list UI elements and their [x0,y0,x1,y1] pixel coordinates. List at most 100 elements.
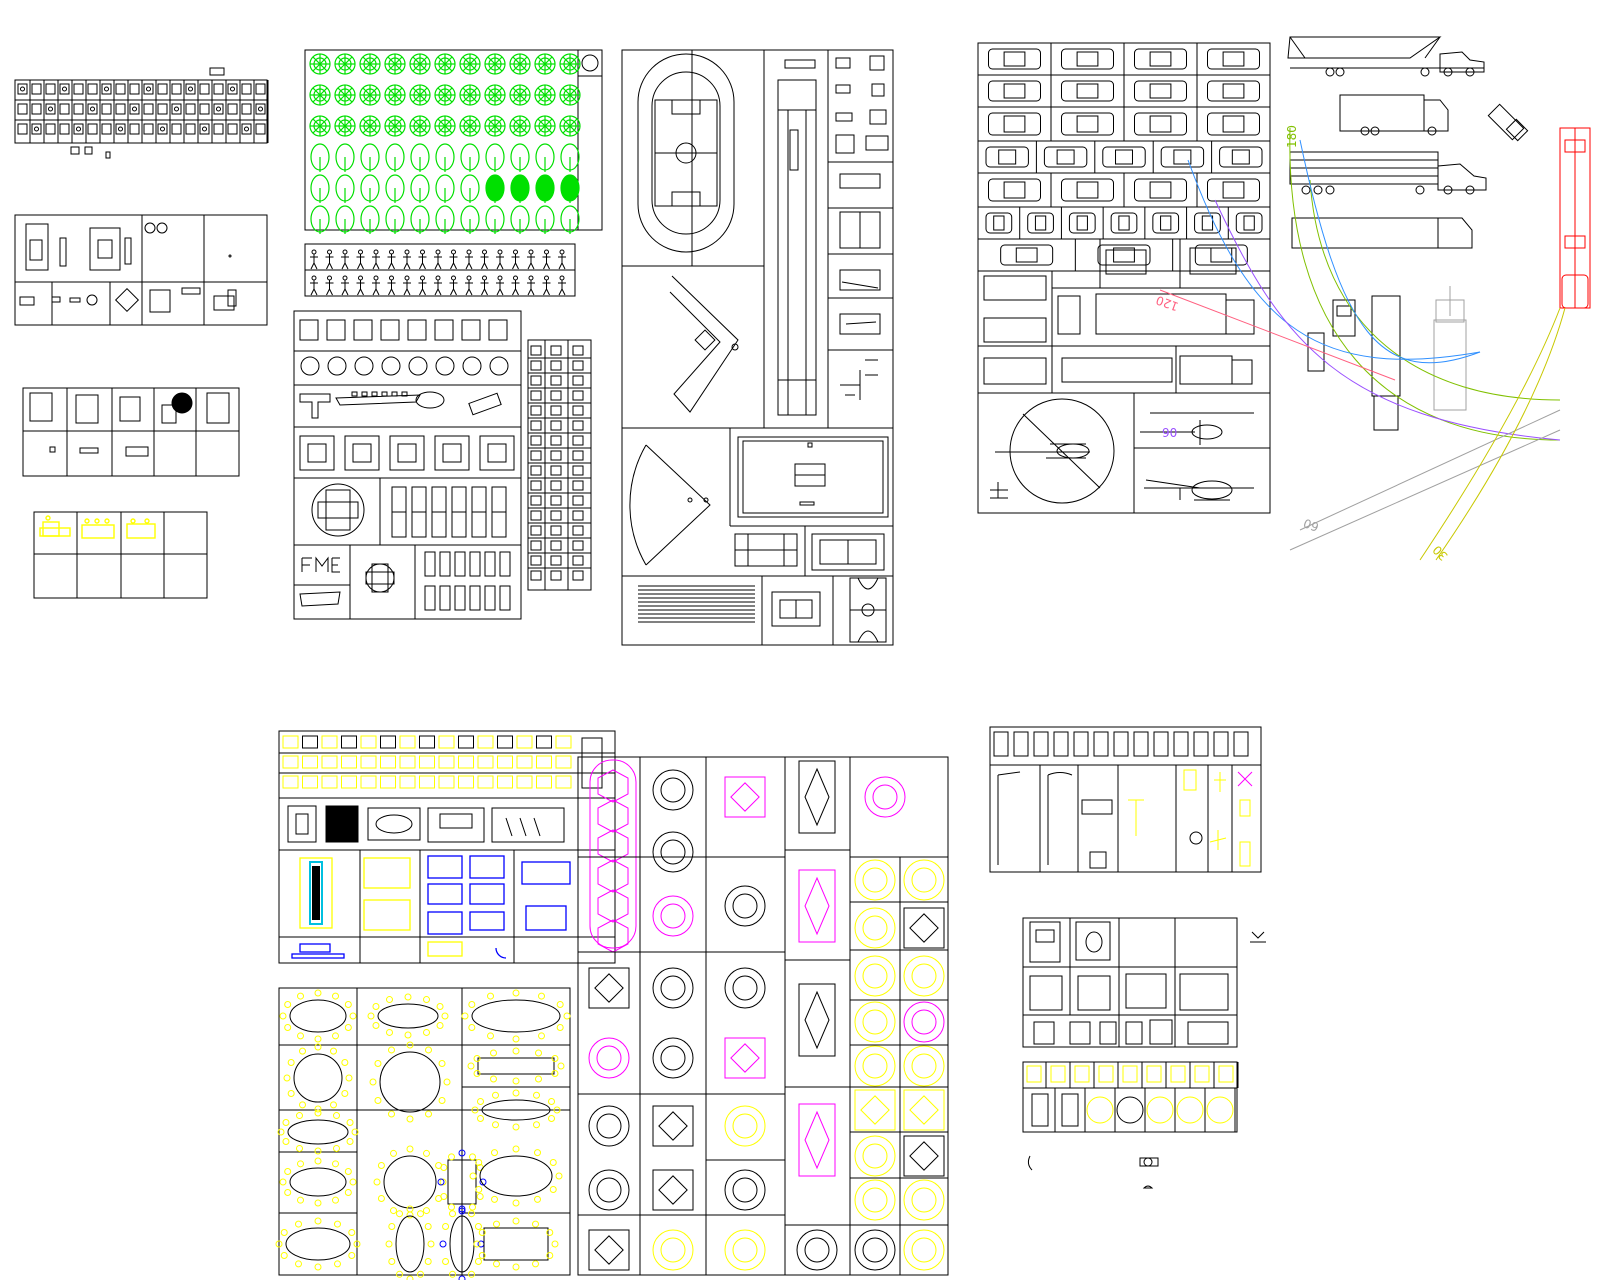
conference-table-icon [447,1159,477,1205]
workstation-icon [389,435,425,471]
sink-icon [29,392,53,422]
cad-symbol [530,495,542,506]
cad-symbol [171,103,182,115]
runner-rug-icon [589,759,637,949]
palm-icon [581,54,599,72]
furniture-icon [458,775,474,789]
car-icon [988,112,1041,136]
desk-icon [488,319,508,341]
furniture-icon [341,775,357,789]
cad-symbol [572,540,584,551]
car-icon [985,146,1029,168]
conference-table-icon [483,1227,549,1261]
cad-symbol [213,83,224,95]
rug-icon [652,895,694,937]
person-icon [358,249,363,255]
cad-symbol [530,555,542,566]
cad-symbol [530,480,542,491]
cad-symbol [185,83,196,95]
rug-icon [854,1179,896,1221]
bus-icon [1061,357,1173,383]
bedroom-block [1022,917,1266,1048]
furniture-icon [477,775,494,789]
street-symbol [1013,731,1029,757]
car-icon [985,212,1013,234]
car-icon [988,80,1041,102]
workstation-icon [479,435,515,471]
car-icon [1043,146,1088,168]
small-table-icon [1061,1093,1079,1127]
rug-icon [652,967,694,1009]
cad-symbol [530,540,542,551]
rug-icon [652,1169,694,1211]
furniture-icon [536,775,552,789]
ambulance-icon [983,275,1047,301]
carpets-block [577,756,949,1276]
rug-icon [798,760,836,834]
person-icon [559,249,565,255]
furniture-icon [438,755,455,769]
furniture-icon [321,735,338,749]
furniture-icon [302,735,318,749]
person-icon [435,275,441,281]
furniture-icon [282,735,299,749]
chair-icon [327,356,347,376]
rug-icon [854,1089,896,1131]
small-table-icon [1146,1096,1174,1124]
cad-symbol [530,570,542,581]
kitchen-fixtures-block [22,387,240,477]
furniture-icon [536,735,552,749]
small-table-icon [1122,1065,1138,1083]
person-icon [466,249,472,255]
cad-symbol [550,375,562,386]
cad-symbol [17,83,28,95]
furniture-icon [536,755,552,769]
car-icon [1027,212,1054,234]
cad-symbol [530,450,542,461]
car-icon [1219,146,1263,168]
small-table-icon [1176,1096,1204,1124]
cad-symbol [572,480,584,491]
cad-symbol [129,103,140,115]
furniture-icon [419,755,435,769]
conference-table-icon [377,1003,439,1029]
rug-icon [724,776,766,818]
cad-symbol [530,390,542,401]
desk-icon [326,319,346,341]
person-icon [373,275,379,281]
furniture-icon [497,755,513,769]
rug-icon [588,1105,630,1147]
person-icon [513,275,518,281]
cad-symbol [101,123,112,135]
symbols-grid-block [14,67,269,159]
furniture-icon [516,755,533,769]
small-table-icon [1074,1065,1090,1083]
conference-table-icon [289,1167,347,1197]
cad-symbol [171,83,182,95]
person-icon [311,275,317,281]
furniture-icon [321,755,338,769]
car-icon [1160,146,1205,168]
cad-symbol [550,405,562,416]
street-symbol [1073,731,1089,757]
car-icon [1061,112,1114,136]
rug-icon [903,1089,945,1131]
furniture-icon [282,775,299,789]
trees-plants-block [304,49,603,234]
rug-icon [798,983,836,1057]
conference-table-icon [287,1119,349,1145]
cad-symbol [73,103,84,115]
person-icon [420,275,425,281]
dump-truck-icon [983,317,1047,343]
person-icon [389,249,394,255]
cad-symbol [59,123,70,135]
rug-icon [588,1229,630,1271]
small-table-icon [1031,1093,1049,1127]
rug-icon [903,907,945,949]
furniture-icon [360,775,377,789]
cad-symbol [550,480,562,491]
person-icon [466,275,472,281]
rug-icon [903,1179,945,1221]
person-icon [451,249,456,255]
